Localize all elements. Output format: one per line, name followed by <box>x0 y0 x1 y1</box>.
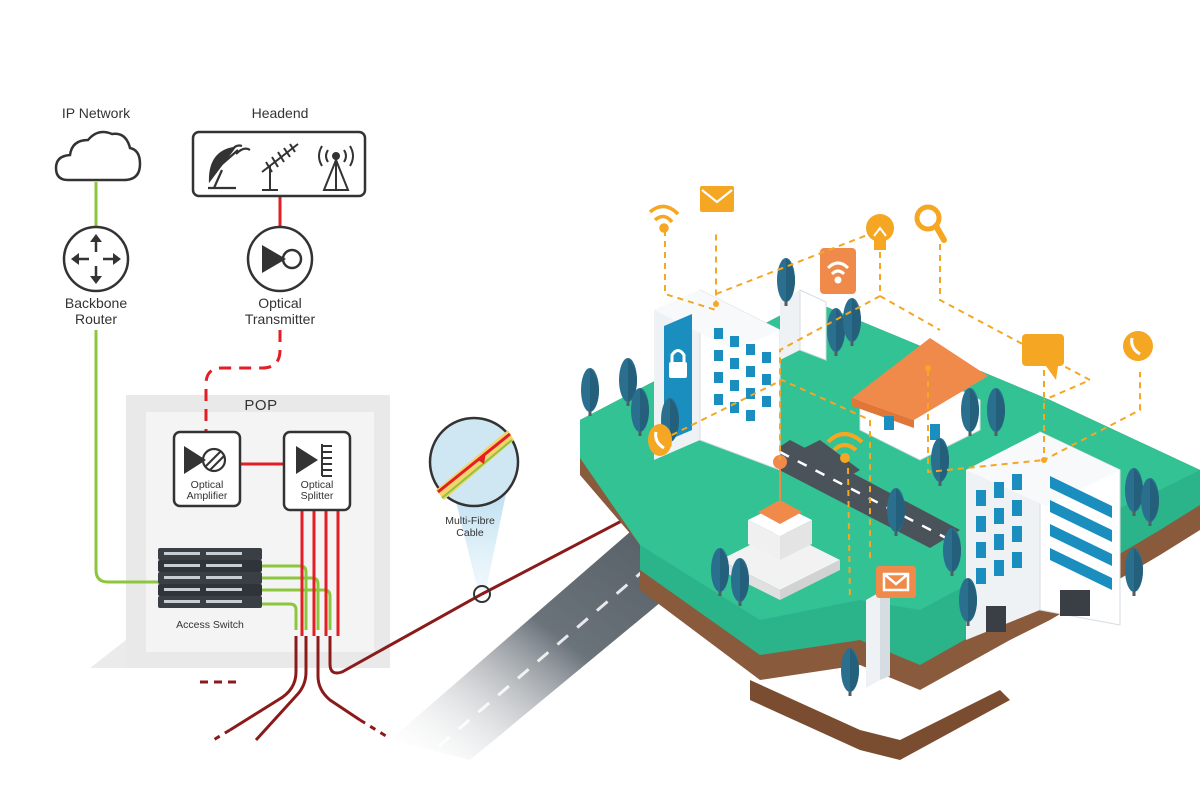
cable-cross-section <box>436 430 514 500</box>
wifi-icon <box>648 204 680 233</box>
city <box>580 186 1200 760</box>
headend: Headend <box>191 105 367 198</box>
ip-network: IP Network <box>54 105 142 182</box>
mail-icon <box>700 186 734 212</box>
optical-splitter-icon <box>296 444 332 477</box>
optical-splitter: Optical Splitter <box>282 430 352 512</box>
lightbulb-icon <box>866 214 894 250</box>
building-right <box>966 431 1121 640</box>
optical-splitter-label-2: Splitter <box>301 490 334 502</box>
search-icon <box>914 204 947 243</box>
backbone-router-label-1: Backbone <box>65 295 127 311</box>
mail-icon <box>882 572 910 592</box>
cloud-icon <box>54 130 142 182</box>
phone-icon <box>1123 331 1153 361</box>
radio-tower-icon <box>318 145 354 191</box>
mail-post <box>866 566 916 688</box>
optical-amplifier: Optical Amplifier <box>172 430 242 508</box>
multi-fibre-cable: Multi-Fibre Cable <box>428 416 520 603</box>
ip-links <box>94 182 332 630</box>
access-switch-label: Access Switch <box>176 619 244 631</box>
tall-tower <box>780 248 856 361</box>
cable-tap-point <box>473 585 491 603</box>
fibre-drops <box>200 478 701 744</box>
optical-links <box>204 196 340 636</box>
optical-transmitter-label-1: Optical <box>258 295 302 311</box>
wifi-icon <box>826 261 850 284</box>
optical-transmitter-icon <box>262 245 303 273</box>
yagi-antenna-icon <box>261 143 299 191</box>
phone-icon <box>648 424 672 456</box>
optical-transmitter: Optical Transmitter <box>245 225 316 327</box>
iot-links <box>661 228 1141 601</box>
pop-label: POP <box>244 397 277 414</box>
lock-icon <box>669 349 687 378</box>
access-switch: Access Switch <box>158 548 262 631</box>
optical-splitter-label-1: Optical <box>301 479 334 491</box>
ip-network-label: IP Network <box>62 105 131 121</box>
backbone-router-label-2: Router <box>75 311 117 327</box>
satellite-dish-icon <box>208 144 251 190</box>
building-left <box>654 289 781 471</box>
optical-amplifier-label-2: Amplifier <box>187 490 228 502</box>
multi-fibre-label-1: Multi-Fibre <box>445 515 495 527</box>
backbone-router: Backbone Router <box>62 225 130 327</box>
headend-label: Headend <box>252 105 309 121</box>
router-arrows-icon <box>71 234 121 284</box>
chat-bubble-icon <box>1022 334 1064 380</box>
optical-amplifier-label-1: Optical <box>191 479 224 491</box>
optical-amplifier-icon <box>184 446 227 474</box>
house <box>852 338 988 461</box>
wifi-icon <box>826 432 864 463</box>
multi-fibre-label-2: Cable <box>456 527 484 539</box>
optical-transmitter-label-2: Transmitter <box>245 311 316 327</box>
